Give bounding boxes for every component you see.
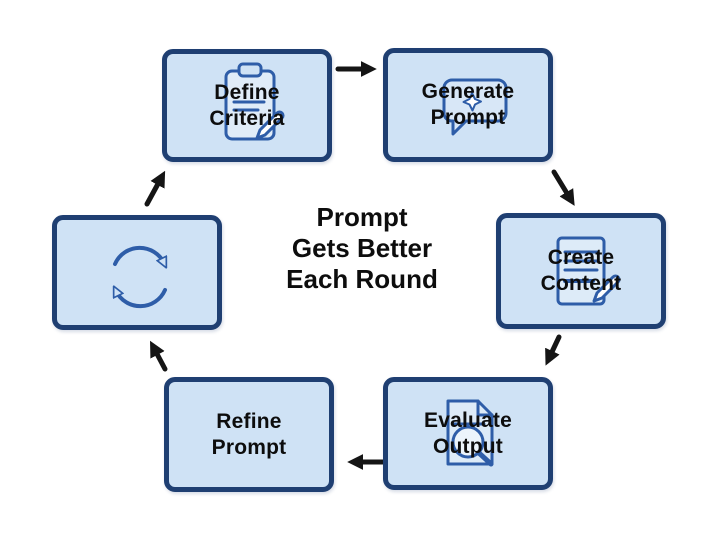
document-magnifier-icon — [446, 399, 494, 467]
arrow-create-to-evaluate — [545, 334, 562, 366]
node-label-line: Criteria — [209, 106, 285, 130]
node-evaluate-output: Evaluate Output — [383, 377, 553, 490]
node-create-content: Create Content — [496, 213, 666, 329]
caption-line: Each Round — [286, 264, 438, 294]
node-refine-prompt: Refine Prompt — [164, 377, 334, 492]
center-caption: Prompt Gets Better Each Round — [262, 202, 462, 295]
node-label-line: Create — [547, 246, 615, 269]
arrow-generate-to-create — [551, 169, 575, 206]
node-label-line: Refine — [216, 409, 282, 433]
node-label-line: Evaluate — [424, 408, 512, 432]
node-label: Evaluate Output — [424, 408, 512, 460]
arrow-cycle-to-define — [144, 170, 166, 207]
document-pencil-icon — [556, 236, 621, 306]
node-label-line: Prompt — [430, 106, 506, 129]
node-define-criteria: Define Criteria — [162, 49, 332, 162]
node-label-line: Prompt — [211, 435, 287, 459]
cycle-arrows-icon — [57, 245, 217, 309]
node-generate-prompt: Generate Prompt — [383, 48, 553, 162]
node-label-line: Output — [432, 434, 503, 458]
arrow-refine-to-cycle — [150, 340, 168, 372]
clipboard-pencil-icon — [224, 62, 285, 141]
node-label: Define Criteria — [209, 80, 284, 132]
node-label-line: Generate — [421, 80, 515, 103]
caption-line: Prompt — [316, 202, 408, 232]
caption-line: Gets Better — [291, 233, 433, 263]
node-label: Create Content — [541, 245, 622, 297]
node-label: Generate Prompt — [422, 79, 515, 131]
sparkle-speech-bubble-icon — [442, 78, 508, 136]
node-iteration-cycle — [52, 215, 222, 330]
node-label: Refine Prompt — [212, 409, 287, 461]
node-label-line: Content — [540, 272, 622, 295]
node-label-line: Define — [214, 80, 280, 104]
